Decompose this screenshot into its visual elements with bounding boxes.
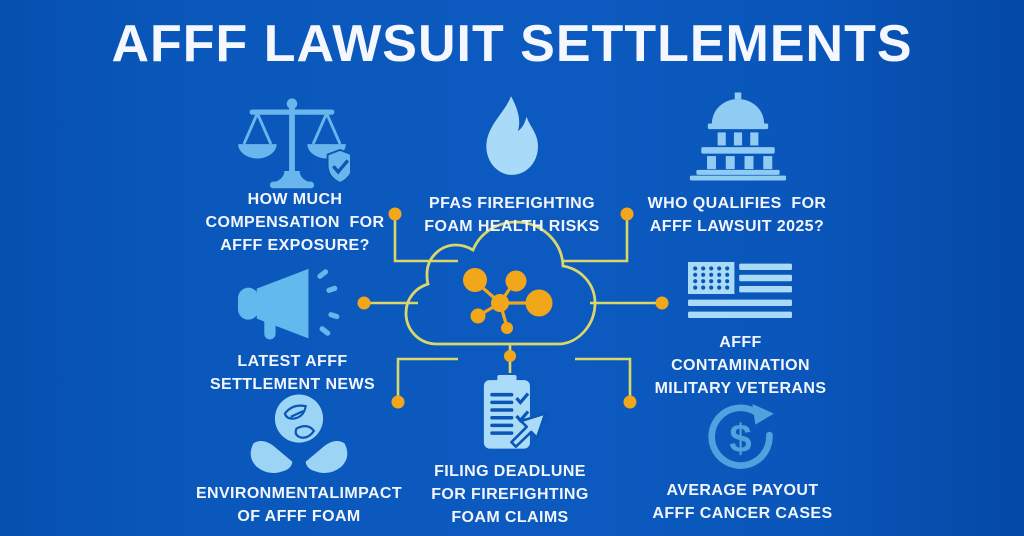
- megaphone-icon: [238, 266, 346, 346]
- compensation-label: HOW MUCH COMPENSATION FOR AFFF EXPOSURE?: [205, 191, 385, 254]
- who-qualifies-label: WHO QUALIFIES FOR AFFF LAWSUIT 2025?: [647, 195, 827, 235]
- us-flag-icon: [688, 262, 792, 326]
- health-risks-label: PFAS FIREFIGHTING FOAM HEALTH RISKS: [424, 195, 600, 235]
- capitol-building-icon: [685, 88, 791, 185]
- clipboard-checklist-icon: [476, 375, 550, 455]
- settlement-news-label: LATEST AFFF SETTLEMENT NEWS: [209, 353, 376, 393]
- flame-icon: [478, 93, 546, 183]
- cloud-molecule-icon: [404, 220, 597, 346]
- cloud-outline: [404, 220, 597, 346]
- scales-of-justice-icon: [234, 96, 350, 196]
- molecule-edges: [473, 279, 538, 328]
- environmental-impact-label: ENVIRONMENTALIMPACT OF AFFF FOAM: [195, 485, 403, 525]
- filing-deadline-label: FILING DEADLUNE FOR FIREFIGHTING FOAM CL…: [431, 463, 589, 526]
- dollar-refresh-icon: $: [705, 400, 779, 476]
- molecule-nodes: [463, 268, 553, 334]
- svg-text:$: $: [729, 417, 751, 461]
- military-veterans-label: AFFF CONTAMINATION MILITARY VETERANS: [654, 334, 827, 397]
- page-title: AFFF LAWSUIT SETTLEMENTS: [111, 15, 913, 73]
- average-payout-label: AVERAGE PAYOUT AFFF CANCER CASES: [652, 482, 833, 522]
- hands-leaf-icon: [245, 392, 353, 480]
